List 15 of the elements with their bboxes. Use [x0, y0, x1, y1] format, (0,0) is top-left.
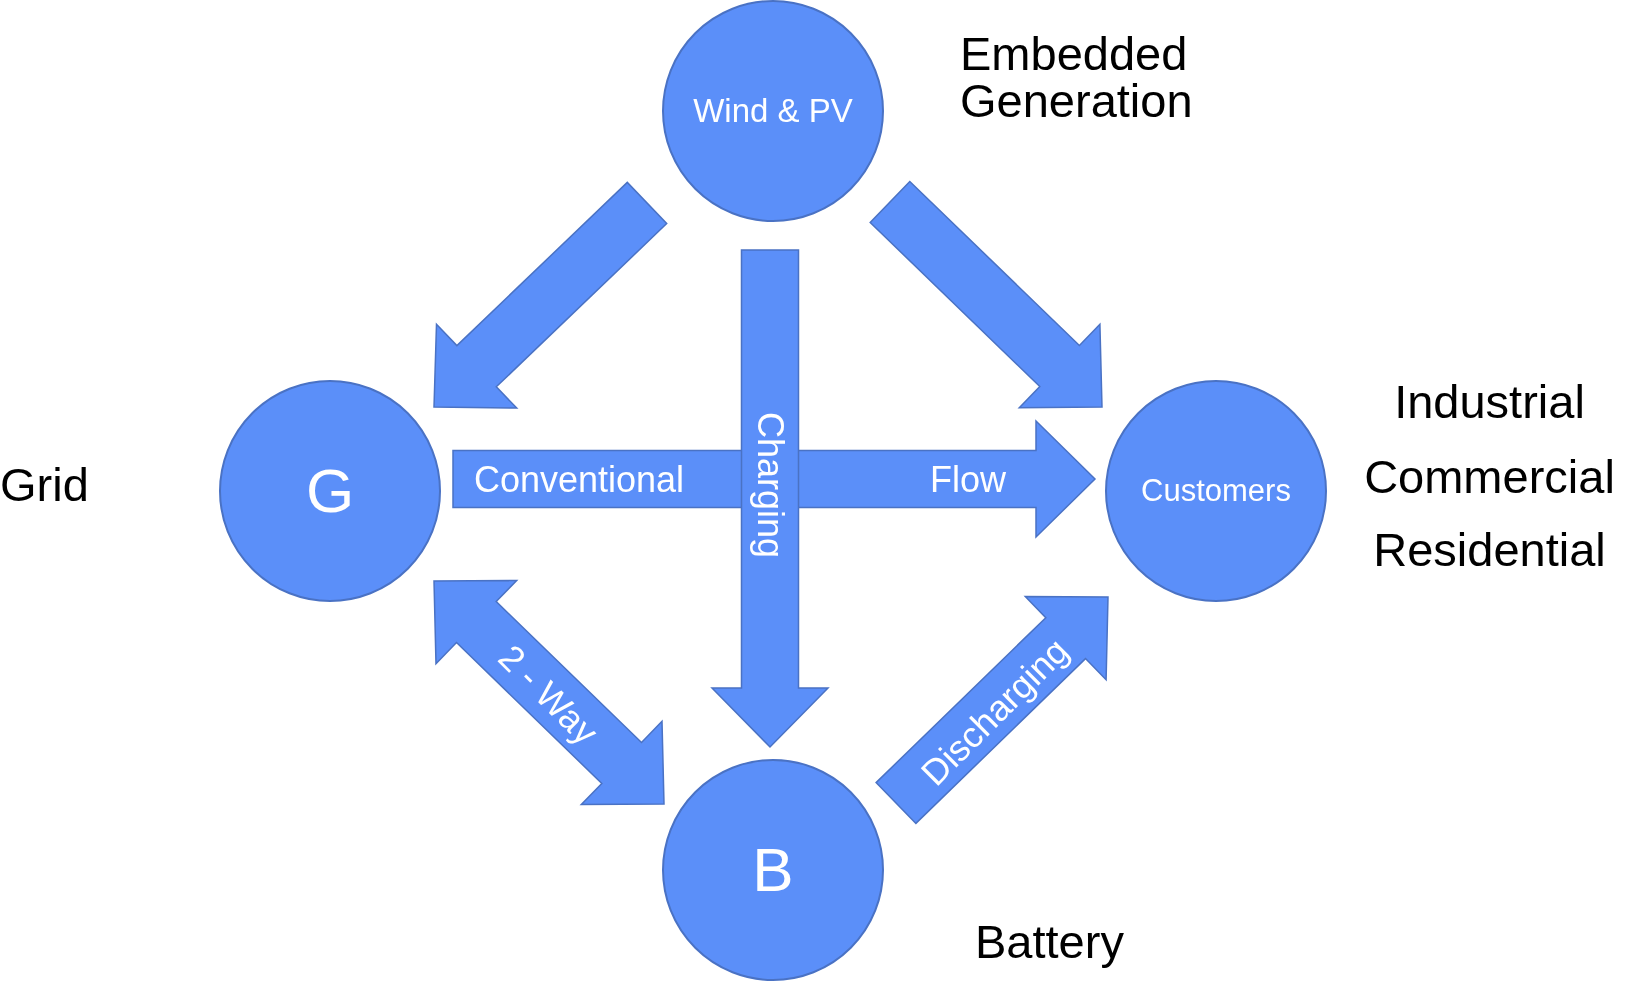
block-arrow [433, 181, 668, 409]
side-label: Residential [1372, 526, 1607, 573]
node-label: G [305, 455, 355, 528]
node-label: B [752, 834, 794, 907]
node-label: Wind & PV [693, 91, 853, 132]
side-label: Industrial [1393, 378, 1586, 425]
node-label: Customers [1141, 471, 1291, 510]
block-arrow [869, 180, 1103, 409]
side-label: Embedded Generation [960, 30, 1194, 124]
edge-label: Charging [752, 411, 788, 559]
block-arrow [875, 595, 1109, 825]
block-arrow [710, 249, 830, 749]
side-label: Commercial [1363, 453, 1616, 500]
block-arrow [433, 579, 665, 806]
side-label: Grid [0, 461, 90, 508]
